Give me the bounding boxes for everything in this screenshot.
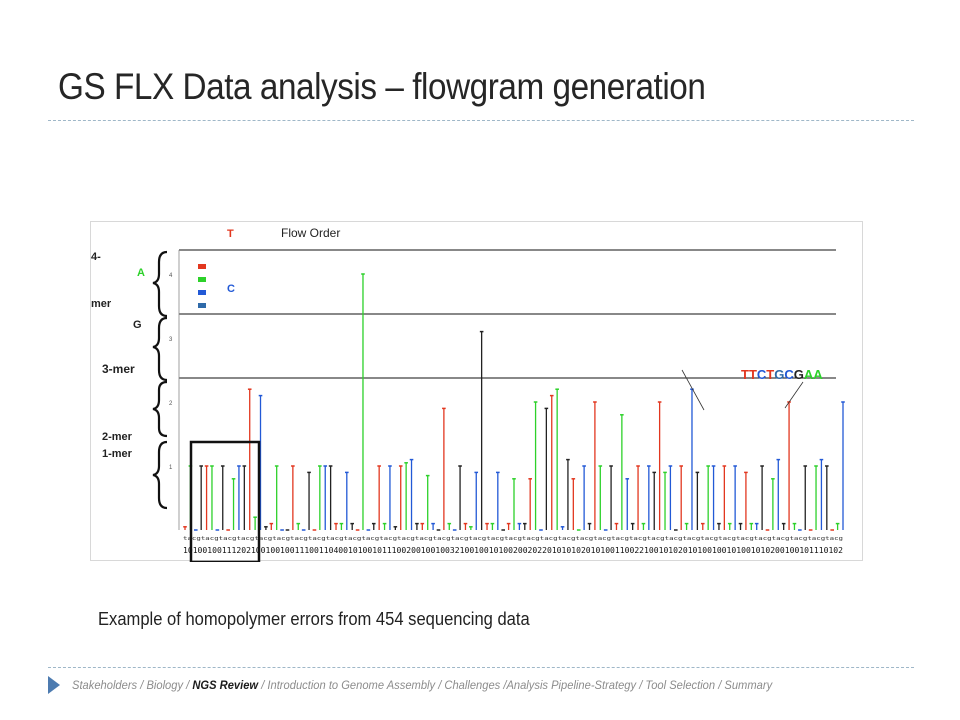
footer-nav-item: Analysis Pipeline-Strategy /: [506, 678, 646, 692]
legend-swatch: [198, 277, 206, 282]
y-tick-label: 4: [169, 273, 173, 279]
annotation-pointer-left: [681, 369, 705, 411]
flow-order-label: Flow Order: [281, 226, 340, 240]
highlight-box: [189, 440, 261, 562]
footer-nav-item: Biology /: [146, 678, 193, 692]
footer-nav-item: Tool Selection /: [645, 678, 725, 692]
footer-nav: Stakeholders / Biology / NGS Review / In…: [48, 676, 825, 694]
footer-nav-item: Stakeholders /: [72, 678, 147, 692]
sequence-segment: G: [794, 367, 804, 382]
mer-label-4-bottom: mer: [91, 298, 112, 310]
y-tick-label: 1: [169, 465, 173, 471]
legend-swatch: [198, 290, 206, 295]
mer-label-3: 3-mer: [102, 362, 135, 376]
flow-letter-a: A: [137, 267, 145, 279]
sequence-segment: AA: [804, 367, 823, 382]
flowgram-chart: 1 2 3 4 Flow Order T A C G 4- mer 3-mer 2-m…: [91, 226, 845, 562]
flow-letter-c: C: [227, 283, 235, 295]
brace-3mer: [152, 316, 168, 382]
flowgram-figure: 1 2 3 4 Flow Order T A C G 4- mer 3-mer 2-m…: [90, 221, 863, 562]
mer-label-1: 1-mer: [102, 448, 133, 460]
mer-label-4-top: 4-: [91, 251, 101, 263]
sequence-segment: G: [774, 367, 784, 382]
sequence-annotation: TTCTGCGAA: [741, 367, 823, 382]
base-row: tacgtacgtacgtacgtacgtacgtacgtacgtacgtacg…: [183, 536, 843, 542]
sequence-segment: T: [766, 367, 774, 382]
title-divider: [48, 120, 914, 121]
brace-4mer: [152, 250, 168, 318]
footer-arrow-icon: [48, 676, 60, 694]
y-tick-label: 3: [169, 337, 173, 343]
footer-nav-item: / Introduction to Genome Assembly /: [258, 678, 445, 692]
sequence-segment: C: [784, 367, 794, 382]
legend-swatch: [198, 303, 206, 308]
count-row: 1010010011120210010010011100110400101001…: [183, 546, 843, 555]
mer-label-2: 2-mer: [102, 431, 133, 443]
legend-swatch: [198, 264, 206, 269]
footer-nav-item: NGS Review: [192, 678, 259, 692]
footer-breadcrumb: Stakeholders / Biology / NGS Review / In…: [72, 678, 772, 692]
flow-letter-g: G: [133, 319, 142, 331]
brace-2mer: [152, 380, 168, 438]
footer-nav-item: Summary: [724, 678, 773, 692]
flow-letter-t: T: [227, 228, 234, 240]
annotation-pointer-right: [784, 381, 804, 409]
brace-1mer: [152, 440, 168, 510]
y-tick-label: 2: [169, 401, 173, 407]
figure-caption: Example of homopolymer errors from 454 s…: [98, 609, 530, 629]
footer-nav-item: Challenges /: [444, 678, 507, 692]
sequence-segment: C: [757, 367, 767, 382]
footer-divider: [48, 667, 914, 668]
slide-title: GS FLX Data analysis – flowgram generati…: [58, 66, 706, 107]
sequence-segment: TT: [741, 367, 757, 382]
